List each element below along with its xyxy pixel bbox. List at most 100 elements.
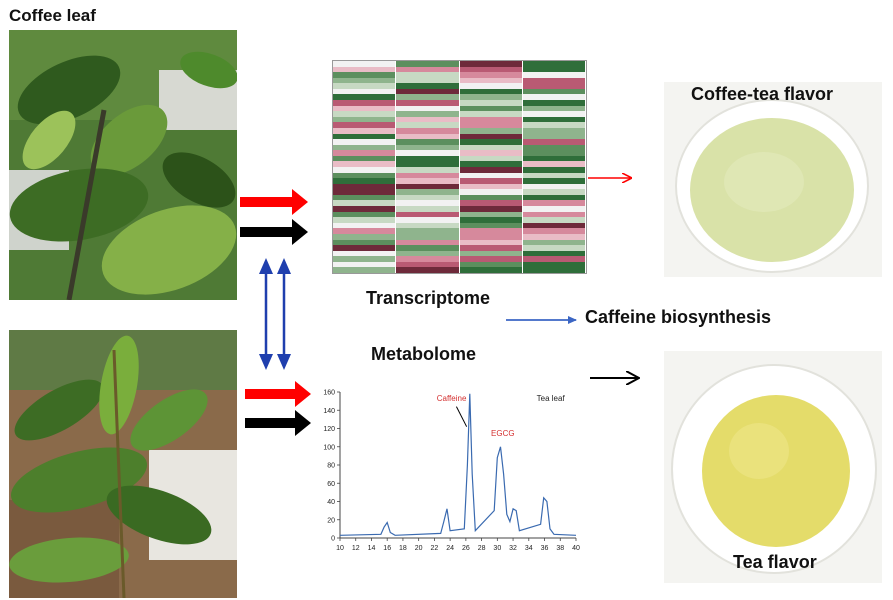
heatmap-cell xyxy=(522,256,585,262)
heatmap-cell xyxy=(522,178,585,184)
heatmap-cell xyxy=(459,144,522,151)
heatmap-cell xyxy=(459,178,522,184)
heatmap-cell xyxy=(459,100,522,106)
x-tick-label: 40 xyxy=(572,545,580,552)
heatmap-cell xyxy=(522,116,585,123)
heatmap-cell xyxy=(333,166,396,173)
heatmap-cell xyxy=(459,94,522,101)
heatmap-cell xyxy=(333,172,396,179)
heatmap-cell xyxy=(396,161,459,167)
heatmap-cell xyxy=(396,122,459,128)
heatmap-cell xyxy=(396,217,459,223)
heatmap-cell xyxy=(459,261,522,268)
heatmap-column xyxy=(522,61,585,273)
heatmap-cell xyxy=(459,183,522,190)
heatmap-cell xyxy=(459,127,522,134)
heatmap-cell xyxy=(333,122,396,128)
x-tick-label: 36 xyxy=(541,545,549,552)
heatmap-cell xyxy=(396,133,459,140)
heatmap-cell xyxy=(333,116,396,123)
y-tick-label: 100 xyxy=(323,444,335,451)
x-tick-label: 32 xyxy=(509,545,517,552)
x-tick-label: 26 xyxy=(462,545,470,552)
heatmap-cell xyxy=(522,189,585,195)
x-tick-label: 24 xyxy=(446,545,454,552)
heatmap-cell xyxy=(396,155,459,162)
caffeine-pointer-arrow xyxy=(455,406,468,427)
heatmap-cell xyxy=(396,228,459,234)
coffee-leaf-label: Coffee leaf xyxy=(9,6,96,25)
heatmap-cell xyxy=(333,217,396,223)
heatmap-cell xyxy=(333,222,396,229)
heatmap-cell xyxy=(396,144,459,151)
heatmap-cell xyxy=(396,116,459,123)
heatmap-cell xyxy=(333,178,396,184)
heatmap-cell xyxy=(396,267,459,273)
caffeine-biosynthesis-label: Caffeine biosynthesis xyxy=(585,307,772,327)
x-tick-label: 34 xyxy=(525,545,533,552)
x-tick-label: 10 xyxy=(336,545,344,552)
heatmap-cell xyxy=(522,239,585,246)
tea-flavor-label: Tea flavor xyxy=(733,552,817,572)
heatmap-cell xyxy=(333,261,396,268)
heatmap-cell xyxy=(333,88,396,95)
heatmap-cell xyxy=(459,250,522,257)
heatmap-cell xyxy=(522,200,585,207)
heatmap-cell xyxy=(459,66,522,73)
heatmap-cell xyxy=(459,105,522,112)
heatmap-cell xyxy=(459,217,522,223)
heatmap-cell xyxy=(522,88,585,95)
heatmap-cell xyxy=(522,150,585,156)
metabolome-label: Metabolome xyxy=(371,344,477,364)
heatmap-cell xyxy=(522,211,585,218)
heatmap-cell xyxy=(459,88,522,95)
heatmap-cell xyxy=(459,245,522,251)
transcriptome-label: Transcriptome xyxy=(366,288,491,308)
heatmap-cell xyxy=(333,194,396,201)
black-arrow-top xyxy=(240,219,308,245)
heatmap-cell xyxy=(396,83,459,89)
x-tick-label: 30 xyxy=(493,545,501,552)
y-tick-label: 120 xyxy=(323,426,335,433)
heatmap-cell xyxy=(522,250,585,257)
heatmap-cell xyxy=(522,122,585,128)
heatmap-cell xyxy=(396,194,459,201)
heatmap-cell xyxy=(396,166,459,173)
heatmap-cell xyxy=(396,200,459,207)
heatmap-cell xyxy=(333,233,396,240)
heatmap-cell xyxy=(333,239,396,246)
x-tick-label: 18 xyxy=(399,545,407,552)
heatmap-cell xyxy=(522,261,585,268)
red-arrow-top xyxy=(240,189,308,215)
heatmap-cell xyxy=(396,94,459,101)
heatmap-cell xyxy=(522,245,585,251)
transcriptome-heatmap xyxy=(332,60,587,274)
heatmap-cell xyxy=(522,166,585,173)
heatmap-cell xyxy=(396,172,459,179)
heatmap-cell xyxy=(522,94,585,101)
heatmap-cell xyxy=(333,228,396,234)
red-arrow-bottom xyxy=(245,381,311,407)
heatmap-cell xyxy=(522,217,585,223)
heatmap-cell xyxy=(396,256,459,262)
heatmap-cell xyxy=(333,133,396,140)
heatmap-cell xyxy=(459,166,522,173)
heatmap-cell xyxy=(333,83,396,89)
heatmap-cell xyxy=(459,133,522,140)
x-tick-label: 14 xyxy=(368,545,376,552)
heatmap-cell xyxy=(333,111,396,117)
heatmap-cell xyxy=(333,94,396,101)
heatmap-cell xyxy=(396,88,459,95)
heatmap-cell xyxy=(522,111,585,117)
tea-cup-photo xyxy=(664,351,882,583)
heatmap-cell xyxy=(396,61,459,67)
heatmap-cell xyxy=(522,105,585,112)
heatmap-cell xyxy=(396,222,459,229)
heatmap-cell xyxy=(396,239,459,246)
heatmap-cell xyxy=(522,228,585,234)
x-tick-label: 20 xyxy=(415,545,423,552)
heatmap-cell xyxy=(459,77,522,84)
y-tick-label: 60 xyxy=(327,481,335,488)
heatmap-cell xyxy=(333,155,396,162)
